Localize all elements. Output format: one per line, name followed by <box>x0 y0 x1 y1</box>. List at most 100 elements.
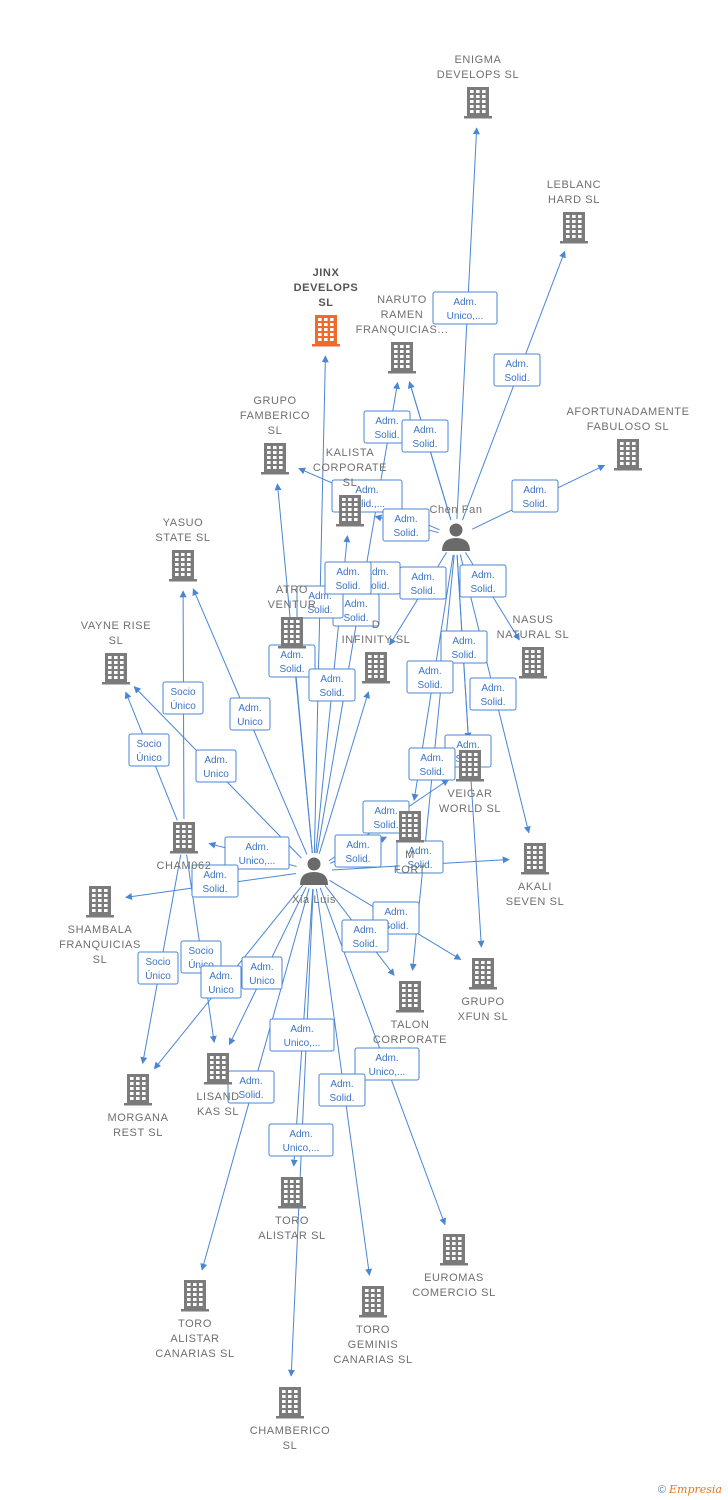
edge-label-text: Solid. <box>335 581 360 592</box>
edge-label-xialuis-talon[interactable]: Adm.Solid. <box>341 919 389 953</box>
edge-label-chenfan-afortunadamente[interactable]: Adm.Solid. <box>511 479 559 513</box>
edge-label-text: Adm. <box>408 846 431 857</box>
edge-labels-layer: Adm.Unico,...Adm.Solid.Adm.Solid.Adm.Sol… <box>128 291 559 1157</box>
edge-label-box <box>440 630 488 664</box>
edge-label-text: Solid. <box>364 581 389 592</box>
node-xialuis[interactable]: Xia Luis <box>292 857 336 907</box>
node-label: YASUO <box>163 517 204 529</box>
edge-label-chenfan-nasus[interactable]: Adm.Solid. <box>440 630 488 664</box>
edge-label-chenfan-grupoxfun[interactable]: Adm.Solid. <box>406 660 454 694</box>
edge-label-text: Adm. <box>344 599 367 610</box>
node-cham[interactable]: CHAM062 <box>157 822 212 872</box>
edge-label-xialuis-cham[interactable]: Adm.Unico,... <box>224 836 290 870</box>
edge-label-xialuis-torogeminis[interactable]: Adm.Solid. <box>318 1073 366 1107</box>
edge-label-xialuis-infinity[interactable]: Adm.Solid. <box>308 668 356 702</box>
building-icon <box>336 495 364 527</box>
node-naruto[interactable]: NARUTORAMENFRANQUICIAS... <box>356 294 449 374</box>
node-label: KALISTA <box>326 447 375 459</box>
edge-label-text: Solid. <box>373 820 398 831</box>
building-icon <box>169 550 197 582</box>
node-label: VENTUR <box>268 599 317 611</box>
edge-label-text: Solid. <box>410 586 435 597</box>
edge-label-text: Solid. <box>345 854 370 865</box>
edge-label-xialuis-vayne[interactable]: Adm.Unico <box>195 749 237 783</box>
edge-label-text: Solid. <box>522 499 547 510</box>
edge-label-chenfan-leblanc[interactable]: Adm.Solid. <box>493 353 541 387</box>
edge-label-chenfan-infinity[interactable]: Adm.Solid. <box>399 566 447 600</box>
footer-brand[interactable]: © Empresia <box>658 1483 722 1496</box>
edge-label-box <box>308 668 356 702</box>
edge-label-xialuis-euromas[interactable]: Adm.Unico,... <box>354 1047 420 1081</box>
edge-label-xialuis-chamberico[interactable]: Adm.Unico,... <box>268 1123 334 1157</box>
person-icon <box>300 857 328 885</box>
building-icon <box>362 652 390 684</box>
edge-label-box <box>334 834 382 868</box>
node-label: COMERCIO SL <box>412 1287 496 1299</box>
building-icon <box>560 212 588 244</box>
edge-label-xialuis-atro[interactable]: Adm.Solid. <box>268 644 316 678</box>
node-chenfan[interactable]: Chen Fan <box>429 504 482 551</box>
edge-label-text: Unico,... <box>369 1067 406 1078</box>
edge-label-text: Adm. <box>239 1076 262 1087</box>
building-icon <box>440 1234 468 1266</box>
edge-label-chenfan-kalista[interactable]: Adm.Solid. <box>382 508 430 542</box>
edge-label-xialuis-yasuo[interactable]: Adm.Unico <box>229 697 271 731</box>
edge-label-text: Adm. <box>505 359 528 370</box>
edge-label-text: Solid. <box>319 688 344 699</box>
edge-label-xialuis-naruto[interactable]: Adm. Solid. <box>332 593 380 627</box>
edge-label-text: Adm. <box>203 870 226 881</box>
edge-label-text: Adm. <box>346 840 369 851</box>
node-label: CHAMBERICO <box>250 1425 331 1437</box>
edge-label-chenfan-enigma[interactable]: Adm.Unico,... <box>432 291 498 325</box>
node-label: WORLD SL <box>439 803 501 815</box>
edge-label-chenfan-naruto[interactable]: Adm.Solid. <box>401 419 449 453</box>
edge-label-xialuis-akali[interactable]: Adm.Solid. <box>408 747 456 781</box>
edge-label-xialuis-lisand[interactable]: Adm.Unico <box>241 956 283 990</box>
building-icon <box>170 822 198 854</box>
edge-label-xialuis-kalista[interactable]: Adm.Solid. <box>324 561 372 595</box>
edge-label-xialuis-torocanarias[interactable]: Adm.Solid. <box>227 1070 275 1104</box>
edge-label-box <box>406 660 454 694</box>
edge-label-text: Adm. <box>308 591 331 602</box>
edge-label-text: Solid. <box>343 613 368 624</box>
edge-label-chenfan-talon[interactable]: Adm. Solid. <box>334 834 382 868</box>
edge-label-xialuis-shambala[interactable]: Adm.Solid. <box>191 864 239 898</box>
edge-label-text: Solid. <box>307 605 332 616</box>
edge-label-xialuis-morgana[interactable]: Adm.Unico <box>200 965 242 999</box>
edge-label-xialuis-toroalistar[interactable]: Adm.Unico,... <box>269 1018 335 1052</box>
node-label: INFINITY SL <box>342 634 411 646</box>
edge-label-chenfan-veigar[interactable]: Adm.Solid. <box>469 677 517 711</box>
edge-label-box <box>162 681 204 715</box>
edge-label-chenfan-akali[interactable]: Adm.Solid. <box>459 564 507 598</box>
edge-label-text: Adm. <box>280 650 303 661</box>
